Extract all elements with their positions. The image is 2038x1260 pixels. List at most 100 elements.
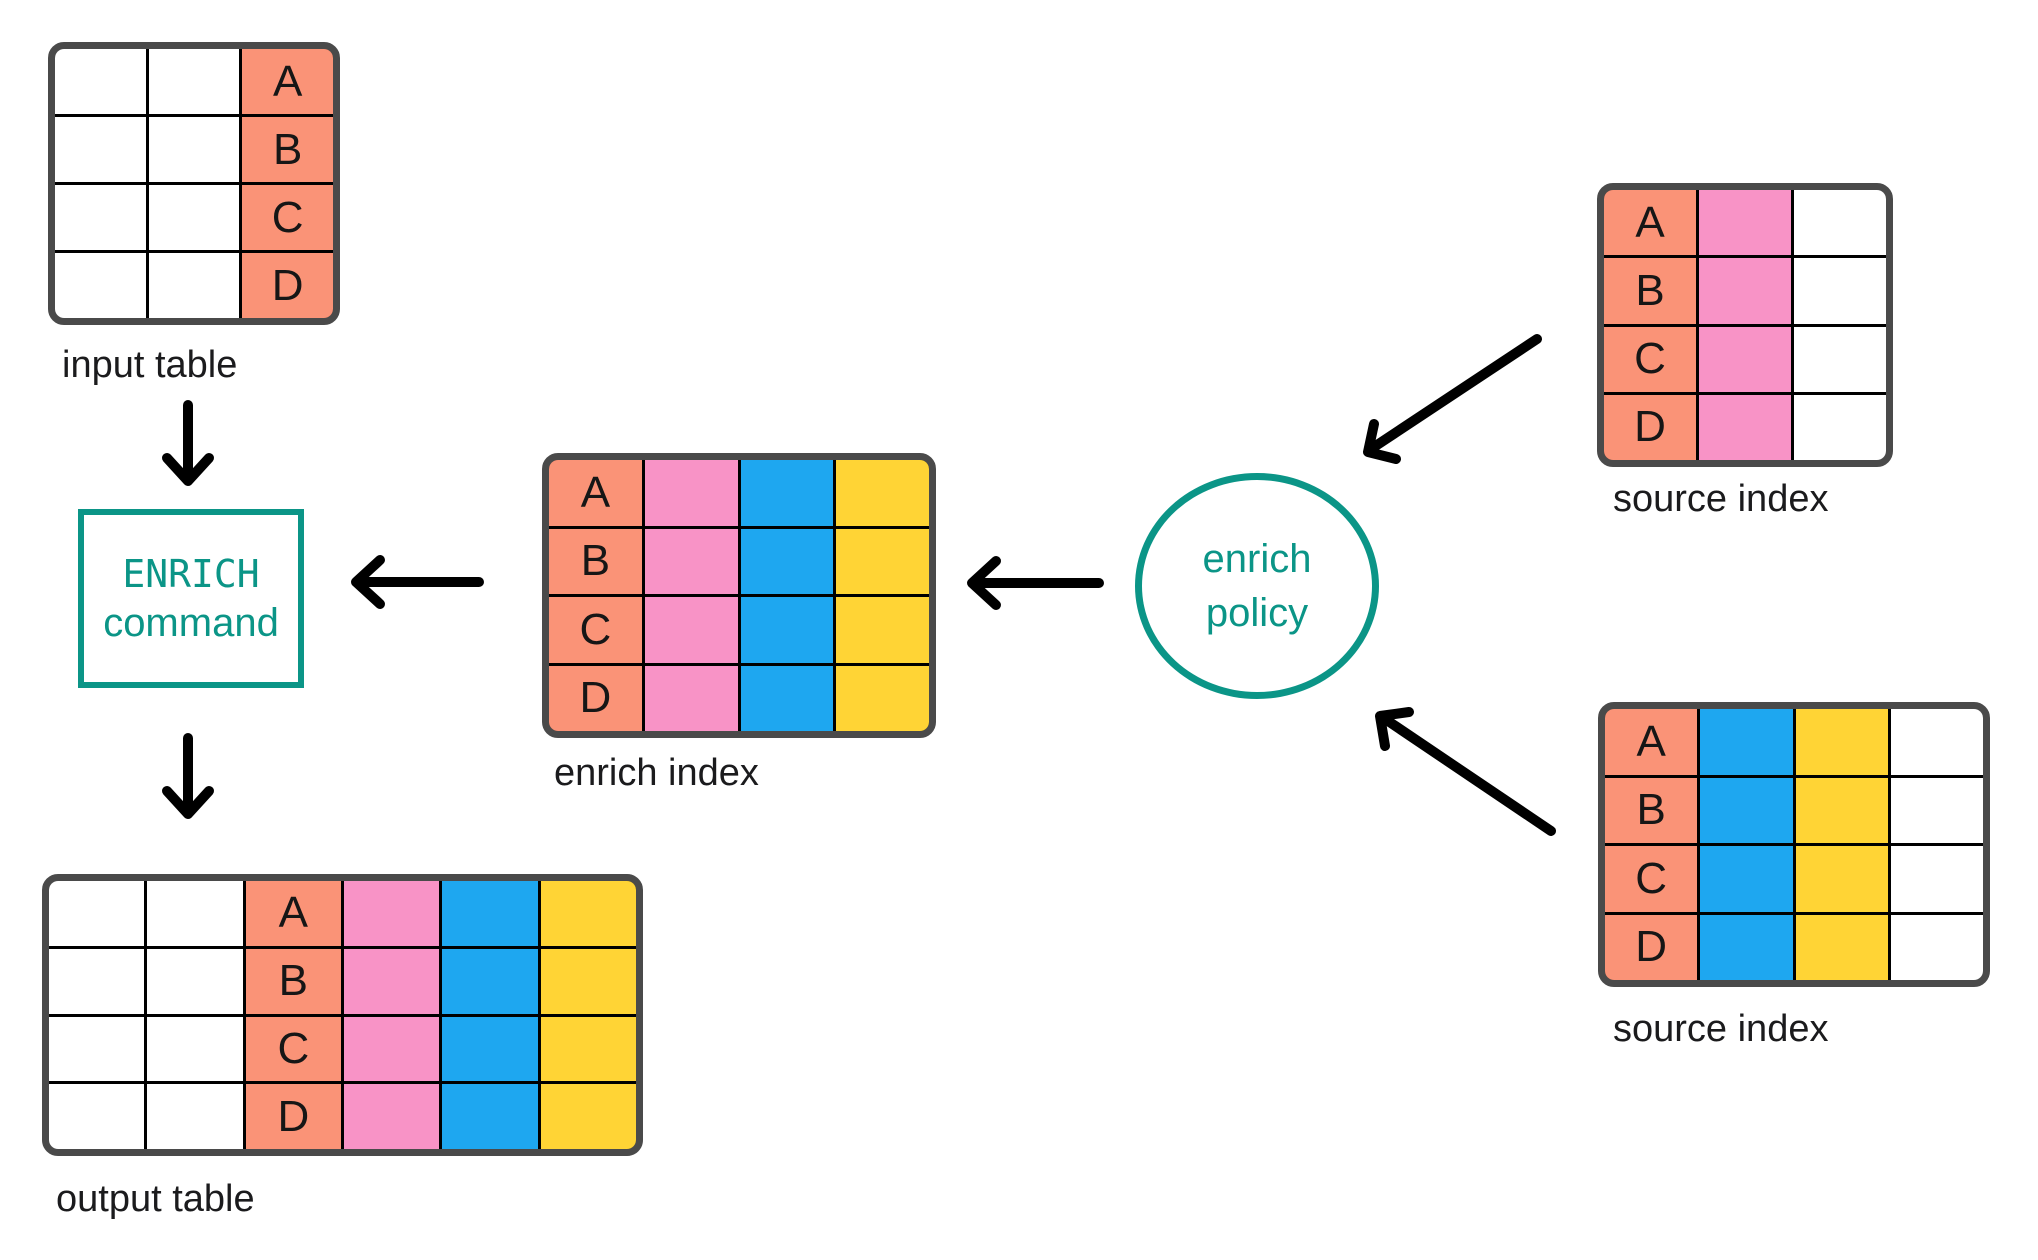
empty-cell — [344, 881, 440, 946]
empty-cell — [1700, 709, 1793, 775]
enrich-command-box: ENRICH command — [78, 509, 304, 688]
key-cell-b: B — [242, 117, 333, 182]
key-cell-c: C — [549, 597, 642, 663]
empty-cell — [1699, 258, 1791, 324]
arrow-command-to-output — [162, 733, 214, 819]
key-cell-d: D — [549, 665, 642, 731]
key-cell-d: D — [1604, 394, 1696, 460]
empty-cell — [740, 528, 834, 594]
key-cell-a: A — [245, 881, 341, 946]
key-cell-d: D — [242, 253, 333, 318]
empty-cell — [55, 185, 146, 250]
empty-cell — [147, 1084, 243, 1149]
empty-cell — [55, 49, 146, 114]
empty-cell — [540, 948, 636, 1014]
empty-cell — [1794, 326, 1886, 392]
empty-cell — [442, 1016, 538, 1082]
enrich-policy-circle: enrich policy — [1135, 473, 1379, 699]
empty-cell — [540, 1084, 636, 1149]
empty-cell — [147, 1016, 243, 1082]
empty-cell — [49, 1084, 145, 1149]
key-cell-b: B — [1604, 258, 1696, 324]
empty-cell — [55, 117, 146, 182]
empty-cell — [1794, 258, 1886, 324]
empty-cell — [344, 1016, 440, 1082]
key-cell-a: A — [1604, 190, 1696, 256]
empty-cell — [540, 881, 636, 946]
arrow-policy-to-enrich-index — [967, 556, 1104, 610]
empty-cell — [836, 528, 929, 594]
enrich-policy-line2: policy — [1205, 591, 1309, 635]
key-cell-c: C — [1605, 846, 1698, 912]
empty-cell — [836, 460, 929, 526]
empty-cell — [644, 665, 738, 731]
empty-cell — [148, 49, 240, 114]
empty-cell — [1700, 777, 1793, 843]
output-table-label: output table — [56, 1178, 255, 1220]
enrich-policy-line1: enrich — [1202, 537, 1312, 581]
input-table-label: input table — [62, 344, 238, 386]
empty-cell — [1890, 914, 1983, 980]
empty-cell — [1700, 846, 1793, 912]
empty-cell — [55, 253, 146, 318]
source-index-top-label: source index — [1613, 478, 1829, 520]
key-cell-d: D — [1605, 914, 1698, 980]
empty-cell — [49, 881, 145, 946]
empty-cell — [344, 948, 440, 1014]
empty-cell — [49, 948, 145, 1014]
empty-cell — [644, 460, 738, 526]
empty-cell — [1890, 777, 1983, 843]
empty-cell — [1699, 394, 1791, 460]
key-cell-d: D — [245, 1084, 341, 1149]
empty-cell — [1794, 190, 1886, 256]
empty-cell — [1795, 709, 1888, 775]
empty-cell — [644, 528, 738, 594]
empty-cell — [1890, 709, 1983, 775]
empty-cell — [148, 117, 240, 182]
source-index-bottom-label: source index — [1613, 1008, 1829, 1050]
key-cell-c: C — [245, 1016, 341, 1082]
enrich-command-line1: ENRICH — [122, 551, 260, 596]
empty-cell — [1795, 846, 1888, 912]
arrow-source-bottom-to-policy — [1375, 707, 1556, 836]
empty-cell — [1794, 394, 1886, 460]
empty-cell — [1795, 777, 1888, 843]
empty-cell — [442, 881, 538, 946]
empty-cell — [1699, 326, 1791, 392]
key-cell-b: B — [549, 528, 642, 594]
empty-cell — [1700, 914, 1793, 980]
empty-cell — [740, 597, 834, 663]
enrich-index-label: enrich index — [554, 752, 759, 794]
key-cell-a: A — [242, 49, 333, 114]
empty-cell — [540, 1016, 636, 1082]
empty-cell — [148, 253, 240, 318]
key-cell-b: B — [245, 948, 341, 1014]
empty-cell — [147, 881, 243, 946]
key-cell-a: A — [1605, 709, 1698, 775]
empty-cell — [49, 1016, 145, 1082]
empty-cell — [644, 597, 738, 663]
empty-cell — [836, 597, 929, 663]
empty-cell — [344, 1084, 440, 1149]
empty-cell — [1890, 846, 1983, 912]
key-cell-c: C — [242, 185, 333, 250]
arrow-enrich-index-to-command — [351, 555, 484, 609]
empty-cell — [836, 665, 929, 731]
empty-cell — [1795, 914, 1888, 980]
empty-cell — [442, 948, 538, 1014]
empty-cell — [740, 665, 834, 731]
empty-cell — [148, 185, 240, 250]
empty-cell — [740, 460, 834, 526]
key-cell-a: A — [549, 460, 642, 526]
empty-cell — [442, 1084, 538, 1149]
enrich-command-line2: command — [103, 600, 279, 645]
arrow-source-top-to-policy — [1363, 334, 1542, 464]
key-cell-c: C — [1604, 326, 1696, 392]
